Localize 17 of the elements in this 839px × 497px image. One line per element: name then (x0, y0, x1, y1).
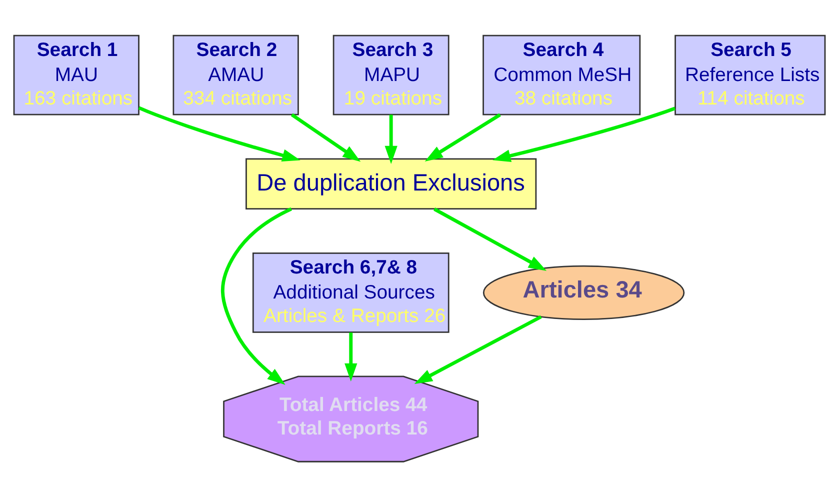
node-box: De duplication Exclusions (246, 158, 537, 210)
node-box: Search 3 MAPU 19 citations (332, 34, 450, 116)
node-box: Search 5 Reference Lists 114 citations (674, 34, 826, 116)
node-box: Search 1 MAU 163 citations (13, 34, 140, 116)
node-box: Search 4 Common MeSH 38 citations (482, 34, 641, 116)
arrow (433, 208, 547, 271)
arrow (138, 106, 300, 162)
arrow (414, 315, 542, 384)
arrow (424, 113, 501, 162)
arrow (384, 114, 398, 164)
node-ellipse: Articles 34 (482, 265, 685, 320)
arrow (221, 207, 292, 385)
arrow (290, 113, 361, 162)
arrow (492, 106, 676, 162)
arrow (344, 332, 358, 382)
node-box: Search 2 AMAU 334 citations (172, 34, 299, 116)
node-box: Search 6,7& 8 Additional Sources Articles & Reports 26 (252, 252, 450, 333)
